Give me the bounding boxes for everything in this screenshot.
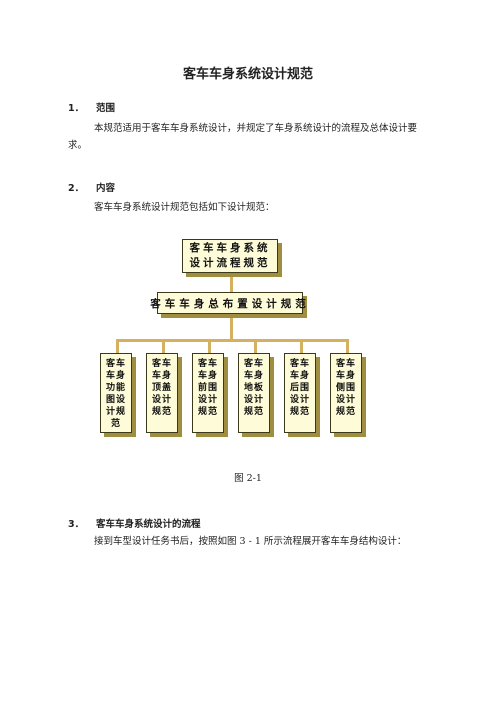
connector-horizontal xyxy=(116,339,349,342)
connector-leaf-2 xyxy=(162,339,165,354)
connector-middle xyxy=(230,318,233,340)
section-2-text: 客车车身系统设计规范包括如下设计规范： xyxy=(94,202,275,213)
diagram-leaf-front: 客车车身前围设计规范 xyxy=(192,353,224,433)
section-1-text: 本规范适用于客车车身系统设计，并规定了车身系统设计的流程及总体设计要求。 xyxy=(68,123,418,151)
page-title: 客车车身系统设计规范 xyxy=(182,67,313,82)
diagram-leaf-rear: 客车车身后围设计规范 xyxy=(284,353,316,433)
diagram-top-box: 客车车身系统设计流程规范 xyxy=(182,239,278,273)
connector-top xyxy=(230,277,233,293)
section-1-title: 范围 xyxy=(96,103,116,114)
figure-caption: 图 2-1 xyxy=(234,473,262,484)
diagram-leaf-roof: 客车车身顶盖设计规范 xyxy=(146,353,178,433)
section-2-title: 内容 xyxy=(96,183,116,194)
section-3-text: 接到车型设计任务书后，按照如图 3 - 1 所示流程展开客车车身结构设计： xyxy=(94,536,407,547)
diagram-leaf-floor: 客车车身地板设计规范 xyxy=(238,353,270,433)
diagram-leaf-side: 客车车身侧围设计规范 xyxy=(330,353,362,433)
section-1-number: 1． xyxy=(68,103,85,114)
connector-leaf-4 xyxy=(254,339,257,354)
diagram-leaf-function: 客车车身功能图设计规范 xyxy=(100,353,132,433)
diagram-middle-box: 客车车身总布置设计规范 xyxy=(150,292,306,314)
connector-leaf-6 xyxy=(346,339,349,354)
section-2-number: 2． xyxy=(68,183,85,194)
section-3-number: 3． xyxy=(68,519,85,530)
connector-leaf-5 xyxy=(300,339,303,354)
section-3-title: 客车车身系统设计的流程 xyxy=(96,519,201,530)
connector-leaf-1 xyxy=(116,339,119,354)
connector-leaf-3 xyxy=(208,339,211,354)
